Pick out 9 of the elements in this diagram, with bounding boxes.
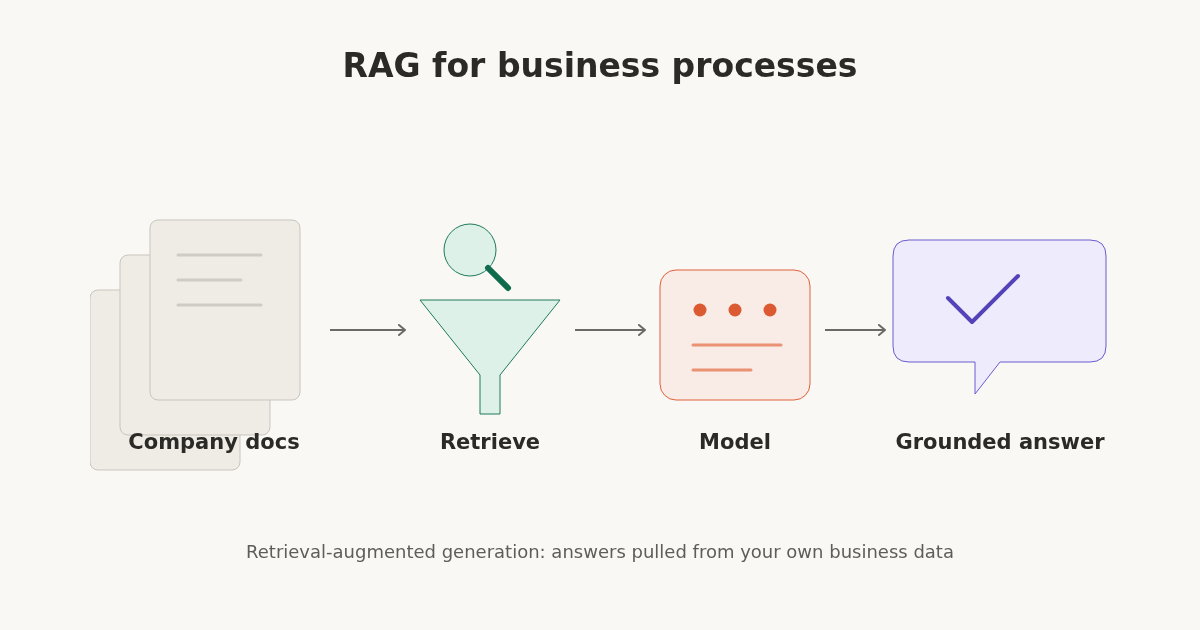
node-label: Company docs <box>128 430 300 454</box>
diagram-title: RAG for business processes <box>341 46 859 85</box>
node-label: Model <box>699 430 771 454</box>
arrow <box>329 324 406 336</box>
node-label: Grounded answer <box>895 430 1105 454</box>
arrow <box>574 324 646 336</box>
caption: Retrieval-augmented generation: answers pulled from your own business data <box>245 541 955 562</box>
node-label: Retrieve <box>439 430 541 454</box>
arrow <box>824 324 886 336</box>
